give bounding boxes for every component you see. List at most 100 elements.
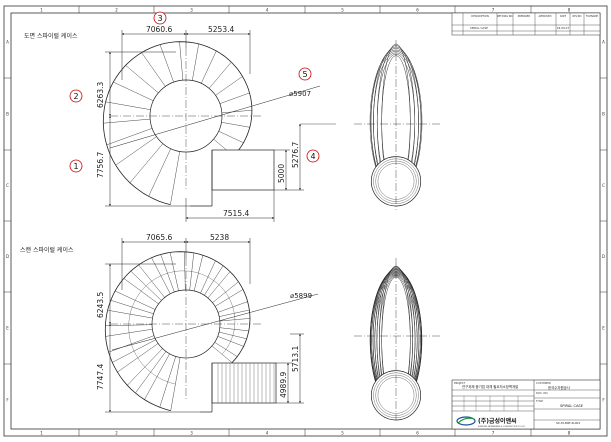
callout-1: 1	[69, 159, 83, 173]
callout-4: 4	[306, 149, 320, 163]
zone-row-label-right: A	[602, 40, 605, 45]
customer-label: CUSTOMER	[536, 381, 551, 385]
bottom-inlet-pipe	[211, 362, 277, 404]
rev-header-revno: REV.NO	[573, 15, 582, 18]
bottom-dimensions	[105, 238, 304, 413]
spiral-segment	[208, 61, 232, 89]
dim-5000: 5000	[277, 164, 286, 183]
svg-text:1: 1	[73, 162, 78, 171]
company-name: (주)금성이앤씨	[478, 417, 517, 425]
zone-col-label-bottom: 5	[341, 431, 344, 436]
dim-7060-6: 7060.6	[146, 25, 172, 34]
company-logo	[456, 416, 476, 426]
zone-col-label-top: 2	[115, 8, 118, 13]
dim-4989-9: 4989.9	[279, 372, 288, 398]
spiral-segment	[170, 151, 180, 205]
zone-col-label-top: 8	[568, 8, 571, 13]
spiral-segment	[211, 345, 233, 363]
drawing-number: SC-M-DRT-R-001	[556, 421, 580, 425]
zone-row-label-left: C	[6, 183, 9, 188]
zone-col-label-bottom: 8	[568, 431, 571, 436]
zone-row-label-right: E	[602, 326, 605, 331]
spiral-segment	[148, 148, 172, 197]
spiral-segment	[141, 52, 166, 87]
drawing-title: SPIRAL CASE	[560, 404, 584, 408]
dim-5253-4: 5253.4	[208, 25, 234, 34]
rev-header-description: DESCRIPTION	[471, 14, 489, 18]
svg-text:5: 5	[302, 70, 307, 79]
zone-row-label-left: E	[6, 326, 9, 331]
dim-diameter-bottom: ⌀5899	[290, 292, 312, 300]
zone-col-label-top: 4	[266, 8, 269, 13]
zone-ticks-right: A B C D E F	[600, 40, 607, 403]
spiral-segment	[192, 43, 199, 81]
callout-2: 2	[69, 89, 83, 103]
zone-row-label-right: B	[602, 112, 605, 117]
callouts: 1 2 3 4 5	[69, 11, 320, 173]
svg-text:2: 2	[73, 92, 78, 101]
dim-7756-7: 7756.7	[96, 152, 105, 178]
zone-row-label-left: A	[6, 40, 9, 45]
top-spiral-plan	[102, 41, 336, 207]
dim-5276-7: 5276.7	[291, 142, 300, 168]
spiral-segment	[179, 41, 184, 81]
zone-ticks-top: 1 2 3 4 5 6 7 8	[40, 6, 571, 13]
svg-text:3: 3	[157, 14, 162, 23]
callout-3: 3	[153, 11, 167, 25]
zone-col-label-top: 6	[416, 8, 419, 13]
top-inlet-pipe	[211, 149, 275, 191]
doc-label: DOC. NO.	[536, 391, 548, 395]
zone-col-label-bottom: 3	[190, 431, 193, 436]
spiral-segment	[129, 143, 164, 183]
spiral-segment	[219, 92, 250, 104]
spiral-segment	[159, 44, 174, 83]
rev-header-filename: FILENAME	[586, 15, 598, 18]
dim-5238: 5238	[210, 233, 229, 242]
zone-row-label-left: F	[6, 398, 9, 403]
dim-diameter-top: ⌀5907	[289, 90, 311, 98]
zone-col-label-top: 7	[492, 8, 495, 13]
dim-5713-1: 5713.1	[291, 346, 300, 372]
zone-row-label-right: D	[602, 254, 605, 259]
zone-col-label-bottom: 2	[115, 431, 118, 436]
rev-header-prepared: PREPARED	[518, 15, 531, 18]
title-block: PROJECT 연구과제 중기업 대체 필요저소방벽개발 CUSTOMER 한국…	[451, 379, 601, 430]
rev-row-date: 18.09.07	[557, 26, 570, 30]
dim-7065-6: 7065.6	[146, 233, 172, 242]
zone-row-label-right: C	[602, 183, 605, 188]
zone-col-label-bottom: 7	[492, 431, 495, 436]
bottom-dimension-labels: 7065.6 5238 6243.5 7747.4 4989.9 5713.1 …	[96, 233, 312, 398]
zone-col-label-bottom: 6	[416, 431, 419, 436]
zone-col-label-top: 5	[341, 8, 344, 13]
spiral-segment	[221, 122, 250, 128]
top-dimension-labels: 7060.6 5253.4 6263.3 7756.7 5000 5276.7 …	[96, 25, 311, 218]
zone-col-label-top: 1	[40, 8, 43, 13]
spiral-segment	[113, 81, 154, 102]
dim-7747-4: 7747.4	[96, 364, 105, 390]
spiral-segment	[115, 136, 157, 166]
top-side-view	[354, 40, 440, 210]
view-title-bottom: 스캔 스파이럴 케이스	[20, 246, 74, 254]
spiral-segment	[200, 50, 217, 84]
top-dimensions	[105, 30, 304, 222]
zone-col-label-top: 3	[190, 8, 193, 13]
rev-header-approved: APPROVED	[538, 15, 551, 18]
spiral-segment	[221, 109, 252, 114]
bottom-side-view	[354, 258, 440, 421]
spiral-segment	[218, 130, 244, 144]
rev-header-date: DATE	[560, 15, 567, 18]
sheet-border: 1 2 3 4 5 6 7 8 1 2 3 4 5 6 7 8 A B C D E F A B C D E F	[3, 5, 608, 437]
zone-row-label-right: F	[602, 398, 605, 403]
bottom-spiral-plan	[104, 251, 319, 413]
zone-row-label-left: B	[6, 112, 9, 117]
top-side-shell	[369, 43, 423, 207]
dim-6243-5: 6243.5	[96, 292, 105, 318]
spiral-segment	[125, 65, 159, 94]
dim-6263-3: 6263.3	[96, 82, 105, 108]
callout-5: 5	[298, 67, 312, 81]
spiral-segment	[103, 118, 151, 124]
customer-name: 한국수자원공사	[548, 385, 571, 390]
